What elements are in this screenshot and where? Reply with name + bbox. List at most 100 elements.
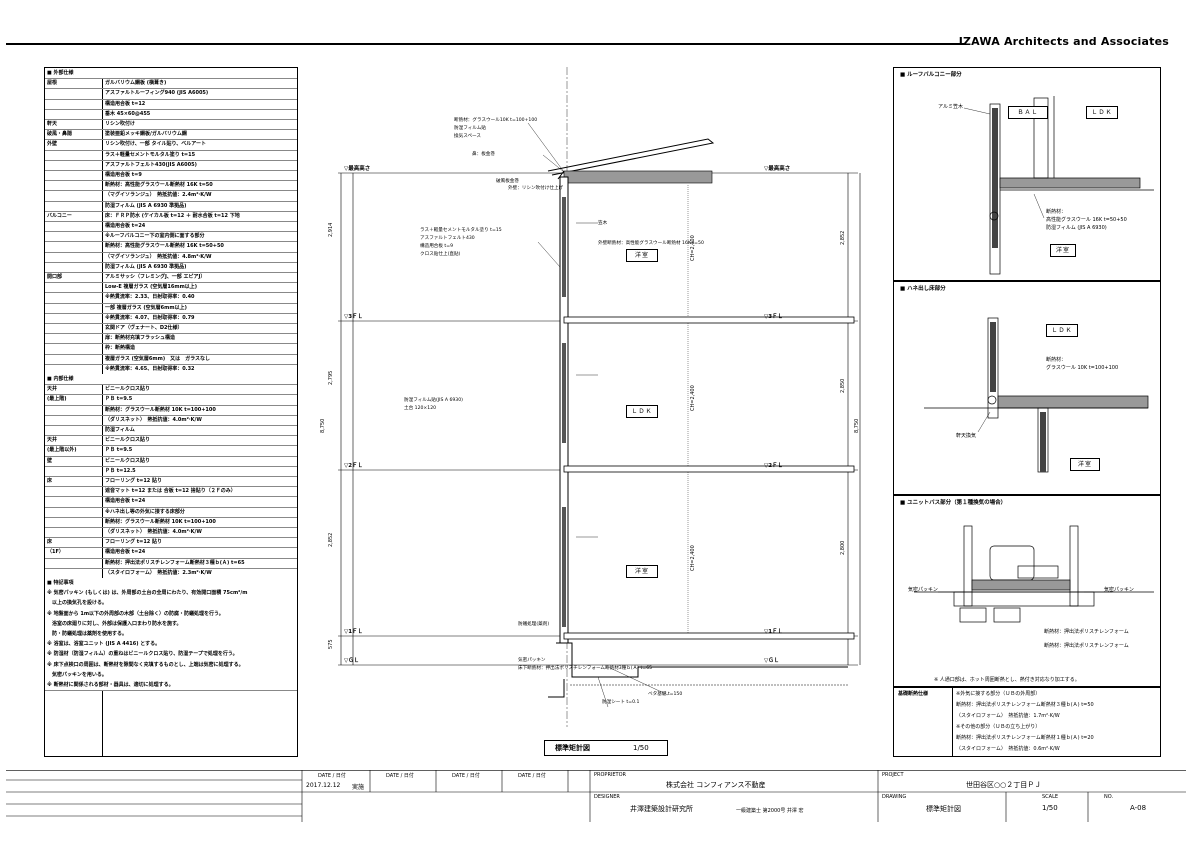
footing-row: ※外気に接する部分（ＵＢの外周部） — [956, 691, 1041, 697]
annotation-label: ベタ基礎 t=150 — [648, 692, 683, 697]
spec-row: 断熱材：高性能グラスウール断熱材 16K t=50 — [45, 180, 297, 192]
title-block: DATE / 日付 DATE / 日付 DATE / 日付 DATE / 日付 … — [6, 770, 1186, 822]
detail-note: 高性能グラスウール 16K t=50+50 — [1046, 217, 1127, 223]
spec-row: ■ 内部仕様 — [45, 374, 297, 386]
drawing-label: DRAWING — [882, 794, 907, 800]
detail-roof-balcony: ■ ルーフバルコニー部分 アルミ笠木 断熱材： 高性能グラスウール 16K t=… — [893, 67, 1161, 281]
spec-row-label: ■ 内部仕様 — [47, 376, 74, 382]
room-label: 洋室 — [1070, 458, 1100, 471]
spec-row-value: アスファルトルーフィング940 (JIS A6005) — [105, 90, 209, 97]
spec-row-value: ＰＢ t=9.5 — [105, 396, 133, 403]
room-label: ＬＤＫ — [1086, 106, 1118, 119]
room-label: 洋室 — [626, 249, 658, 262]
room-label: 洋室 — [626, 565, 658, 578]
spec-row-label: 気密パッキンを用いる。 — [47, 671, 107, 678]
firm-name: IZAWA Architects and Associates — [958, 35, 1169, 48]
spec-row: 軒天リシン吹付け — [45, 119, 297, 131]
spec-row-value: 扉：断熱材充填フラッシュ構造 — [105, 335, 176, 342]
spec-row-label: 浴室の床廻りに対し、外部は保護入口まわり防水を施す。 — [47, 620, 182, 627]
footing-divider — [952, 688, 953, 756]
designer-label: DESIGNER — [594, 794, 620, 800]
spec-row-value: 垂木 45×60@455 — [105, 110, 151, 117]
annotation-label: アスファルトフェルト430 — [420, 236, 475, 241]
spec-row-value: （ダリスネット） 熱抵抗値：4.0m²·K/W — [105, 529, 202, 535]
total-height-label: 8,750 — [854, 418, 860, 433]
spec-row: 構造用合板 t=24 — [45, 221, 297, 233]
spec-row-value: 遮音マット t=12 または 合板 t=12 捨貼り（２Ｆのみ） — [105, 488, 236, 495]
spec-row-value: 防湿フィルム — [105, 427, 135, 433]
spec-row-value: 一部 複層ガラス (空気層6mm以上) — [105, 304, 187, 311]
annotation-label: 断熱材：グラスウール10K t=100+100 — [454, 118, 538, 123]
spec-row-value: 構造用合板 t=24 — [105, 498, 146, 505]
date-label: DATE / 日付 — [518, 773, 546, 779]
spec-row-value: ビニールクロス貼り — [105, 386, 151, 393]
room-label: ＢＡＬ — [1008, 106, 1048, 119]
spec-row-label: 天井 — [47, 437, 58, 444]
spec-row-label: 防・防蟻処理は薬剤を使用する。 — [47, 631, 128, 637]
spec-row-value: ＰＢ t=9.5 — [105, 447, 133, 454]
annotation-label: 笠木 — [598, 221, 608, 226]
spec-row-value: 断熱材：押出法ポリスチレンフォーム断熱材３種ｂ(Ａ) t=65 — [105, 559, 245, 566]
spec-row-value: ビニールクロス貼り — [105, 437, 151, 444]
spec-row: ラス＋軽量セメントモルタル塗り t=15 — [45, 150, 297, 161]
spec-row-value: 枠：断熱構造 — [105, 345, 136, 352]
designer-name: 井澤建築設計研究所 — [630, 805, 693, 813]
spec-row-label: ※ 地盤面から 1m以下の外周部の木部（土台除く）の防腐・防蟻処理を行う。 — [47, 610, 224, 617]
spec-row-value: ※熱貫流率：4.07、日射取得率：0.79 — [105, 314, 195, 321]
spec-row-label: 以上の換気孔を設ける。 — [47, 600, 108, 607]
detail-note: 防湿フィルム (JIS A 6930) — [1046, 225, 1107, 231]
annotation-label: ラス＋軽量セメントモルタル塗り t=15 — [420, 228, 502, 233]
detail-title: ■ ユニットバス部分（第１種換気の場合） — [900, 500, 1007, 506]
spec-row-label: 床 — [47, 539, 53, 546]
spec-row: ※ 断熱材に関係される部材・器具は、適切に処理する。 — [45, 680, 297, 692]
spec-row: 断熱材：グラスウール断熱材 10K t=100+100 — [45, 517, 297, 528]
spec-row: 防湿フィルム (JIS A 6930 準拠品) — [45, 201, 297, 212]
project-name: 世田谷区○○２丁目ＰＪ — [966, 781, 1042, 789]
spec-row: (最上階以外)ＰＢ t=9.5 — [45, 445, 297, 457]
spec-row-value: ＰＢ t=12.5 — [105, 467, 136, 474]
detail-title: ■ ハネ出し床部分 — [900, 286, 946, 292]
spec-row-label: （1F） — [47, 549, 64, 556]
footing-table-header: 基礎断熱仕様 — [898, 691, 929, 697]
drawing-title: 標準矩計図 — [555, 744, 590, 752]
spec-row: 扉：断熱材充填フラッシュ構造 — [45, 333, 297, 345]
spec-row-value: アスファルトフェルト430(JIS A6005) — [105, 161, 197, 168]
footing-row: 断熱材：押出法ポリスチレンフォーム断熱材３種ｂ(Ａ) t=50 — [956, 702, 1094, 708]
spec-row-value: 断熱材：グラスウール断熱材 10K t=100+100 — [105, 518, 216, 525]
spec-row: 構造用合板 t=24 — [45, 496, 297, 508]
spec-row-label: 天井 — [47, 386, 58, 393]
dimension-label: 2,914 — [328, 222, 334, 237]
drawing-name: 標準矩計図 — [926, 805, 961, 813]
spec-row-value: ※ルーフバルコニー下の室内側に面する部分 — [105, 233, 205, 240]
date-label: DATE / 日付 — [318, 773, 346, 779]
spec-row-value: 断熱材：グラスウール断熱材 10K t=100+100 — [105, 406, 216, 413]
dimension-label: 575 — [328, 639, 334, 649]
spec-row-value: ※熱貫流率：4.65、日射取得率：0.32 — [105, 365, 195, 372]
spec-row-value: フローリング t=12 貼り — [105, 478, 163, 484]
spec-row: 屋根ガルバリウム鋼板 (横葺き) — [45, 78, 297, 90]
spec-row: 壁ビニールクロス貼り — [45, 456, 297, 467]
spec-row-label: 開口部 — [47, 274, 63, 280]
scale-value: 1/50 — [1042, 804, 1058, 812]
spec-row: （1F）構造用合板 t=24 — [45, 547, 297, 559]
spec-row-label: 破風・鼻隠 — [47, 131, 73, 138]
sheet-number: A-08 — [1130, 804, 1147, 812]
level-label: ▽ＧＬ — [344, 658, 360, 664]
spec-row-value: ※ハネ出し等の外気に接する床部分 — [105, 508, 185, 515]
spec-row: 玄関ドア（ヴェナート、D2仕様） — [45, 323, 297, 335]
annotation-label: 外壁：リシン吹付け仕上げ — [508, 186, 564, 191]
level-label: ▽2ＦＬ — [344, 463, 364, 469]
spec-row: （マグイソランジュ） 熱抵抗値：2.4m²·K/W — [45, 190, 297, 202]
spec-table: ■ 外部仕様屋根ガルバリウム鋼板 (横葺き)アスファルトルーフィング940 (J… — [44, 67, 298, 757]
spec-row: （ダリスネット） 熱抵抗値：4.0m²·K/W — [45, 415, 297, 426]
footing-row: 断熱材：押出法ポリスチレンフォーム断熱材１種ｂ(Ａ) t=20 — [956, 735, 1094, 741]
spec-row: 断熱材：グラスウール断熱材 10K t=100+100 — [45, 405, 297, 416]
spec-row-label: ※ 防湿材（防湿フィルム）の重ねはビニールクロス貼り、防湿テープで処理を行う。 — [47, 651, 238, 658]
spec-row: 構造用合板 t=12 — [45, 99, 297, 110]
dimension-label: 2,850 — [840, 378, 846, 393]
spec-row-label: バルコニー — [47, 212, 72, 219]
detail-overhang: ■ ハネ出し床部分 断熱材： グラスウール 10K t=100+100 軒天換気… — [893, 281, 1161, 495]
spec-row: ■ 外部仕様 — [45, 68, 297, 80]
detail-unit-bath: ■ ユニットバス部分（第１種換気の場合） 気密パッキン 気密パッキン 断熱材：押… — [893, 495, 1161, 687]
detail-note: 断熱材： — [1046, 357, 1067, 363]
